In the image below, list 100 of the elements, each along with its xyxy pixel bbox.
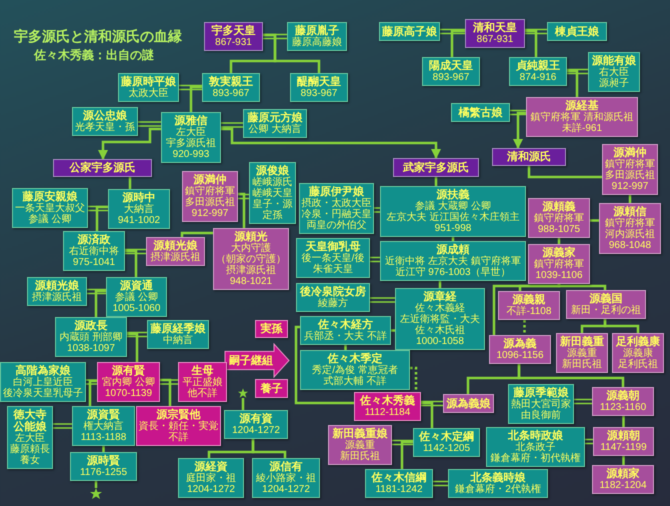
name-box: [556, 333, 608, 373]
name-box: [182, 171, 238, 222]
person-name: 源満仲: [614, 147, 646, 159]
person-name: 藤原元方娘: [248, 112, 302, 124]
person-detail: 庭田家・祖: [186, 473, 236, 484]
lineage-line: [263, 34, 320, 73]
name-box: [566, 290, 646, 319]
marriage-line: [126, 332, 148, 338]
person-name: 宇多天皇: [212, 25, 256, 37]
marriage-line: [373, 207, 381, 213]
person-name: 源済政: [78, 234, 110, 246]
lineage-line: [344, 345, 347, 350]
name-box: [255, 320, 288, 338]
title: 宇多源氏と清和源氏の血縁: [14, 28, 182, 45]
person-detail: 一条天皇大叔父: [15, 203, 85, 214]
lineage-line: [590, 219, 599, 222]
marriage-line: [566, 68, 589, 74]
name-box: [492, 148, 566, 166]
marriage-line: [237, 194, 250, 200]
person-detail: 1005-1060: [112, 303, 160, 314]
person-name: 源義朝: [606, 390, 640, 402]
person-detail: 新田氏祖: [562, 359, 602, 370]
name-box: [379, 22, 440, 41]
name-box: [213, 228, 289, 290]
person-name: 源経資: [194, 461, 228, 473]
person-name: 源頼光娘: [35, 280, 79, 292]
lineage-line: [622, 456, 625, 465]
person-detail: 嵯峨源氏: [252, 177, 292, 188]
person-name: 源義国: [590, 293, 622, 305]
person-detail: 1176-1255: [80, 467, 128, 478]
person-name: 源有資: [240, 413, 272, 425]
name-box: [178, 362, 227, 402]
person-name: 藤原胤子: [295, 25, 339, 37]
person-detail: 大納言: [124, 204, 154, 215]
lineage-line: [558, 284, 606, 290]
person-detail: 893-967: [300, 88, 338, 99]
person-name: 源信有: [270, 461, 302, 473]
person-name: 源経基: [566, 100, 598, 112]
name-box: [296, 283, 370, 312]
person-detail: 1113-1188: [80, 432, 126, 443]
person-detail: 綾小路家・祖: [256, 473, 316, 484]
lineage-line: [628, 195, 632, 203]
person-detail: 源義重: [345, 440, 375, 451]
person-name: 源政長: [74, 320, 108, 332]
person-name: 源満仲: [194, 174, 226, 186]
person-name: 源能有娘: [592, 55, 636, 67]
person-detail: 867-931: [215, 37, 252, 48]
person-detail: 秀定/為俊 常恵冠者: [312, 365, 398, 376]
person-name: 佐々木定綱: [419, 431, 474, 443]
name-box: [422, 57, 480, 86]
person-name: 陽成天皇: [429, 60, 473, 72]
person-name: 足利義康: [616, 336, 660, 348]
name-box: [489, 335, 551, 364]
person-detail: 920-993: [172, 149, 210, 160]
lineage-line: [450, 30, 465, 57]
name-box: [365, 469, 433, 498]
name-box: [290, 73, 348, 102]
person-detail: 鎮守府将軍: [605, 218, 655, 229]
person-name: 高階為家娘: [16, 365, 70, 377]
lineage-line: [190, 86, 202, 112]
name-box: [465, 19, 525, 48]
person-detail: 鎮守府将軍: [534, 259, 584, 270]
name-box: [528, 244, 590, 284]
person-detail: 874-916: [520, 72, 556, 83]
person-detail: 不詳-1108: [506, 306, 552, 317]
name-box: [509, 57, 567, 86]
lineage-line: [528, 166, 602, 178]
person-detail: 足利氏祖: [618, 359, 658, 370]
lineage-line: [518, 364, 624, 387]
person-name: 源頼朝: [607, 430, 640, 442]
lineage-line: [160, 378, 172, 406]
person-detail: 右近衛中将: [69, 246, 119, 257]
marriage-line: [85, 379, 98, 385]
arrow-callout: [224, 343, 290, 378]
lineage-line: [294, 326, 354, 404]
person-name: 貞純親王: [516, 60, 560, 72]
marriage-line: [87, 206, 109, 212]
person-detail: 大内守護: [231, 243, 271, 254]
name-box: [602, 144, 658, 195]
name-box: [118, 73, 179, 102]
marriage-line: [369, 297, 396, 303]
name-box: [178, 458, 244, 498]
person-detail: 摂津源氏祖: [226, 265, 276, 276]
person-detail: 白河上皇近臣: [13, 377, 73, 388]
person-detail: 近江守 976-1003（早世）: [395, 267, 511, 278]
person-detail: 948-1021: [230, 276, 272, 287]
person-name: 源頼家: [606, 468, 640, 480]
person-name: 実孫: [260, 323, 282, 335]
name-box: [296, 238, 370, 278]
name-box: [588, 52, 640, 92]
person-detail: 公卿 大納言: [248, 124, 302, 135]
person-detail: 951-998: [434, 223, 472, 234]
marriage-line: [524, 28, 548, 34]
person-detail: 867-931: [476, 34, 514, 45]
name-box: [300, 316, 391, 345]
lineage-line: [128, 177, 132, 189]
name-box: [27, 277, 87, 306]
person-name: 徳大寺公能娘: [12, 409, 48, 433]
person-detail: 1204-1272: [187, 484, 235, 495]
person-detail: 1147-1199: [600, 442, 647, 453]
